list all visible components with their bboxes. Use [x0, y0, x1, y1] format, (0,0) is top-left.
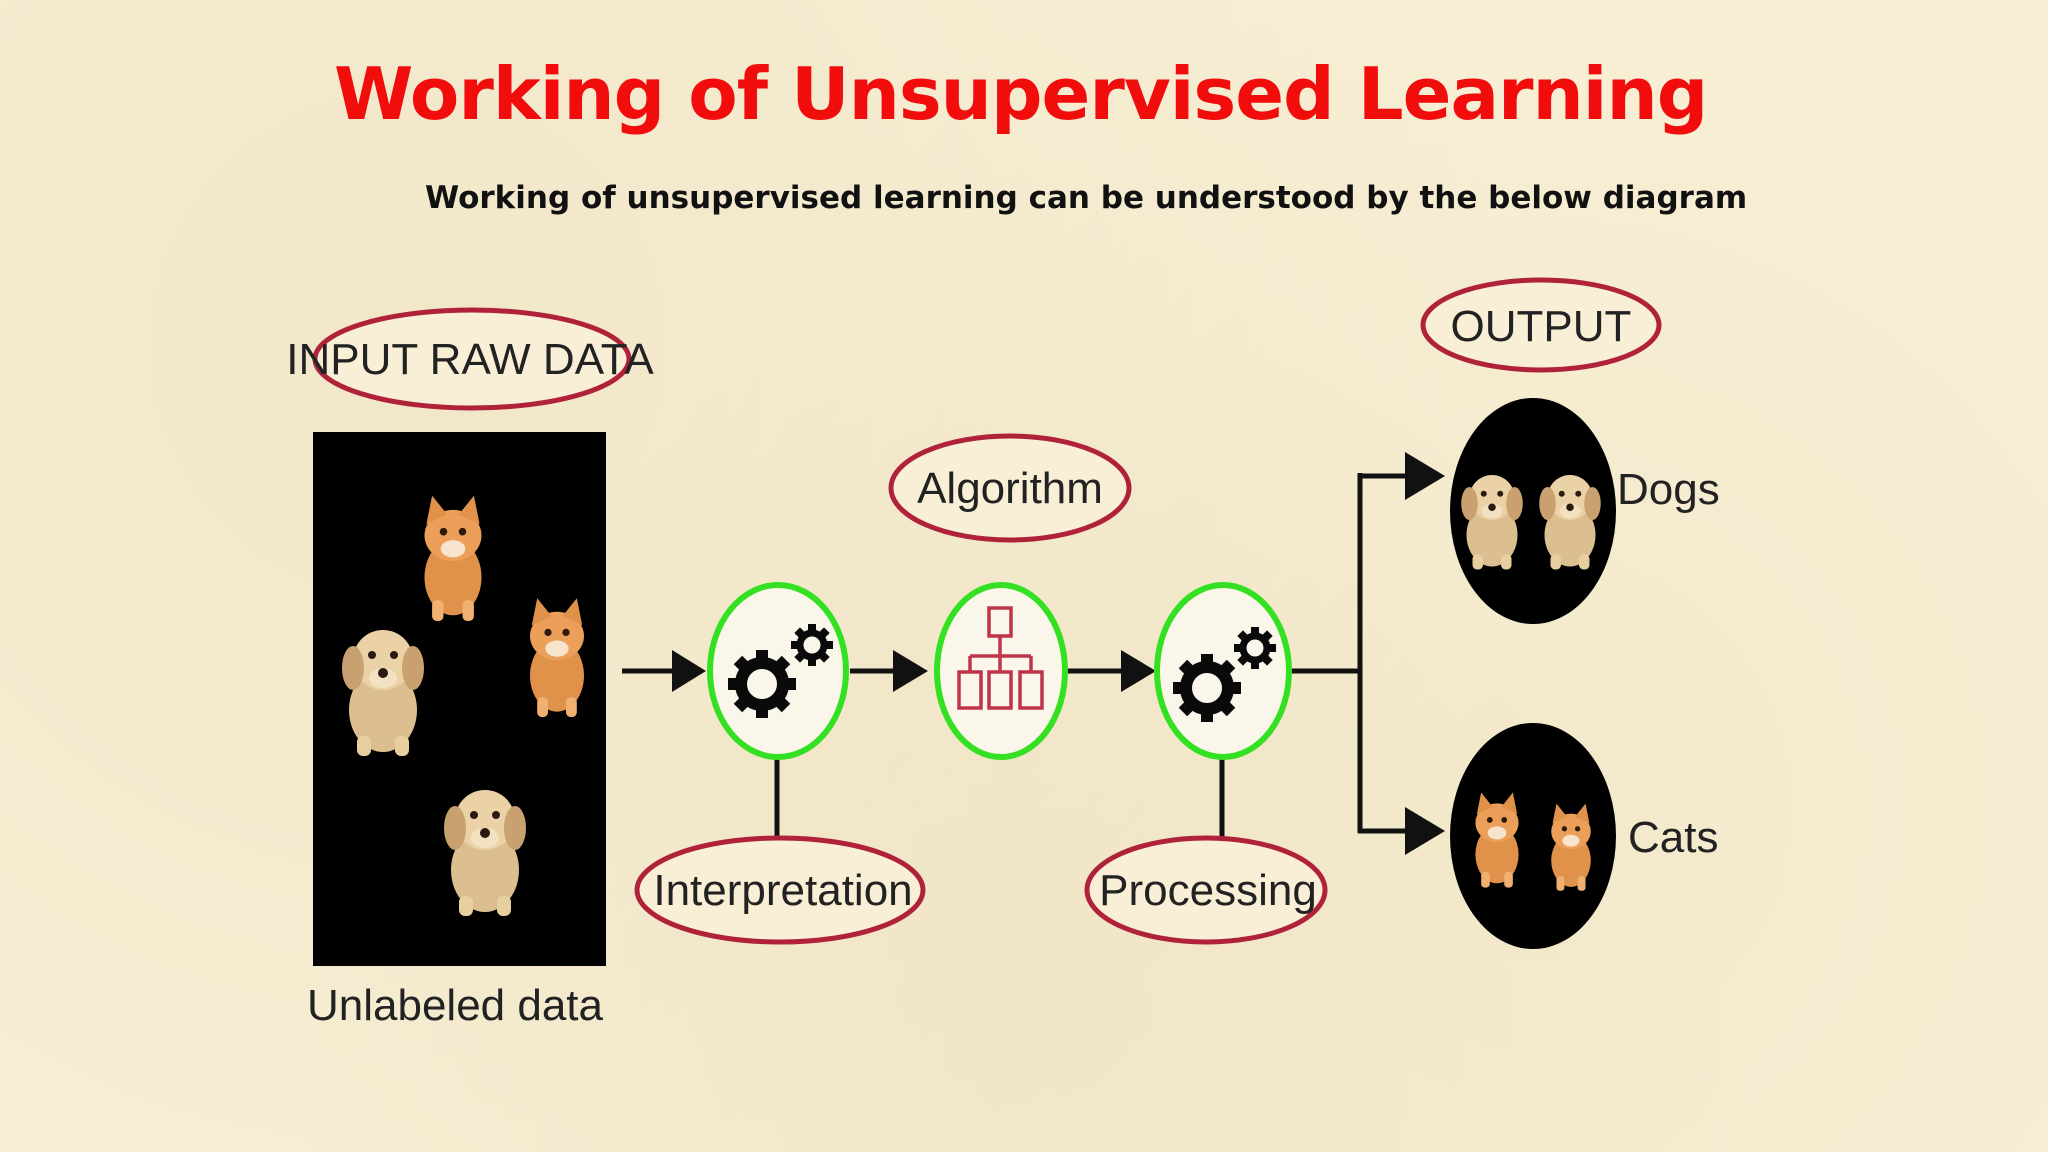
interpretation-node [707, 582, 849, 760]
algorithm-node [934, 582, 1068, 760]
page-subtitle: Working of unsupervised learning can be … [425, 180, 1748, 216]
interpretation-label-text: Interpretation [653, 866, 912, 915]
cat-image [424, 495, 482, 621]
arrow-head [1405, 452, 1445, 500]
unlabeled-data-image [313, 432, 606, 966]
interpretation-label: Interpretation [634, 835, 926, 945]
output-label-text: OUTPUT [1451, 302, 1632, 351]
processing-label: Processing [1084, 835, 1328, 945]
unlabeled-data-caption: Unlabeled data [307, 981, 604, 1030]
output-cats-cluster [1450, 723, 1616, 949]
input-label-text: INPUT RAW DATA [286, 335, 654, 384]
hierarchy-icon [957, 606, 1044, 710]
input-raw-data-label: INPUT RAW DATA [286, 307, 654, 411]
output-label: OUTPUT [1420, 277, 1662, 373]
arrow-head [1405, 807, 1445, 855]
processing-node [1154, 582, 1292, 760]
output-dogs-cluster [1450, 398, 1616, 624]
arrow-head [1121, 650, 1156, 692]
output-cats-text: Cats [1628, 813, 1718, 862]
label-connectors [774, 758, 1225, 838]
algorithm-label: Algorithm [888, 433, 1132, 543]
processing-label-text: Processing [1099, 866, 1317, 915]
cat-image [1551, 803, 1591, 891]
arrow-head [893, 650, 928, 692]
output-dogs-text: Dogs [1617, 465, 1720, 514]
arrow-head [672, 650, 706, 692]
cat-image [530, 598, 584, 717]
flow-arrows [622, 452, 1445, 855]
algorithm-label-text: Algorithm [917, 464, 1103, 513]
page-title: Working of Unsupervised Learning [334, 52, 1708, 136]
cat-image [1475, 792, 1519, 888]
